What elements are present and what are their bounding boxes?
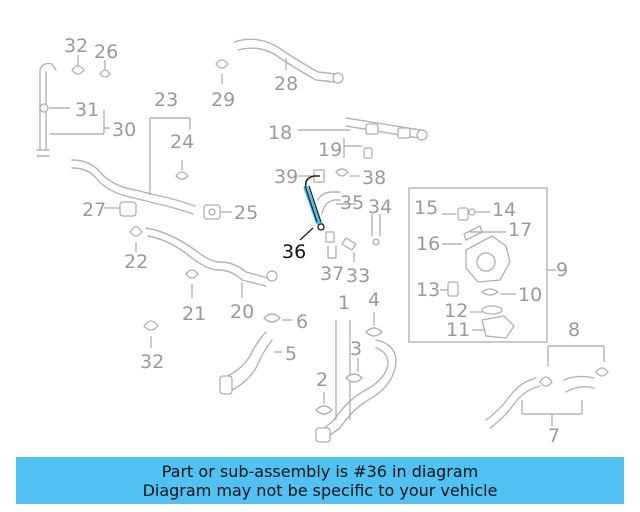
callout-12: 12 — [444, 300, 468, 322]
callout-32-top: 32 — [64, 35, 88, 57]
callout-21: 21 — [182, 303, 206, 325]
callout-11: 11 — [446, 319, 470, 341]
pipe-18 — [298, 117, 428, 159]
hose-28 — [215, 38, 344, 84]
callout-8: 8 — [568, 319, 580, 341]
callout-22: 22 — [124, 251, 148, 273]
callout-15: 15 — [414, 197, 438, 219]
part-info-banner: Part or sub-assembly is #36 in diagram D… — [16, 457, 624, 504]
clamp-26 — [99, 60, 111, 78]
part-36-pipe — [299, 175, 325, 241]
callout-29: 29 — [211, 89, 235, 111]
banner-disclaimer-line: Diagram may not be specific to your vehi… — [142, 480, 498, 500]
callout-7: 7 — [548, 425, 560, 447]
callout-6: 6 — [296, 311, 308, 333]
hose-7 — [485, 345, 609, 429]
callout-37: 37 — [320, 263, 344, 285]
callout-10: 10 — [518, 284, 542, 306]
hose-5 — [219, 313, 292, 395]
callout-1: 1 — [338, 292, 350, 314]
callout-17: 17 — [508, 219, 532, 241]
callout-18: 18 — [268, 122, 292, 144]
callout-14: 14 — [492, 199, 516, 221]
callout-34: 34 — [368, 196, 392, 218]
callout-32-lower: 32 — [140, 351, 164, 373]
callout-16: 16 — [416, 233, 440, 255]
callout-31: 31 — [75, 99, 99, 121]
callout-5: 5 — [285, 343, 297, 365]
hose-20 — [129, 226, 278, 298]
callout-24: 24 — [170, 131, 194, 153]
callout-25: 25 — [234, 202, 258, 224]
hose-35 — [317, 191, 381, 246]
thermostat-assembly-9 — [408, 187, 556, 343]
callout-27: 27 — [82, 199, 106, 221]
clamp-32-top — [71, 55, 85, 75]
hose-assembly-30 — [36, 62, 110, 157]
banner-part-line: Part or sub-assembly is #36 in diagram — [161, 461, 479, 481]
fittings-37-33 — [325, 231, 357, 262]
callout-35: 35 — [340, 192, 364, 214]
callout-3: 3 — [350, 338, 362, 360]
callout-33: 33 — [346, 265, 370, 287]
callout-2: 2 — [316, 369, 328, 391]
callout-30: 30 — [112, 119, 136, 141]
callout-20: 20 — [230, 301, 254, 323]
clamp-32-lower — [143, 320, 159, 348]
callout-23: 23 — [154, 89, 178, 111]
callout-26: 26 — [94, 41, 118, 63]
hose-23 — [71, 117, 232, 220]
callout-36-highlighted: 36 — [282, 241, 306, 263]
callout-38: 38 — [362, 167, 386, 189]
callout-9: 9 — [556, 259, 568, 281]
callout-39: 39 — [274, 166, 298, 188]
callout-4: 4 — [368, 289, 380, 311]
callout-19: 19 — [318, 139, 342, 161]
parts-exploded-diagram: 32 26 31 30 23 24 27 25 22 21 20 32 6 5 … — [36, 35, 609, 447]
hose-1 — [315, 312, 397, 443]
callout-13: 13 — [416, 279, 440, 301]
callout-28: 28 — [274, 73, 298, 95]
